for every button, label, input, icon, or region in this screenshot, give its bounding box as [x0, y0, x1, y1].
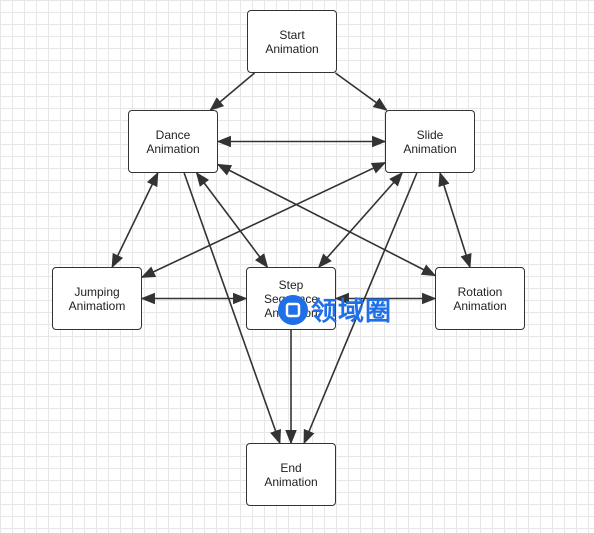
node-end-animation[interactable]: End Animation — [246, 443, 336, 506]
node-label-line: Animation — [403, 141, 457, 156]
node-label-line: Animation — [264, 474, 318, 489]
edge-dance-to-jumping — [111, 171, 159, 269]
edge-slide-to-step — [317, 171, 404, 269]
square-logo-icon — [278, 294, 308, 325]
edge-dance-to-step — [195, 171, 269, 269]
node-dance-animation[interactable]: Dance Animation — [128, 110, 218, 173]
node-label-line: Slide — [416, 127, 444, 142]
node-label-line: Animation — [453, 298, 507, 313]
edge-slide-to-jumping — [140, 161, 387, 279]
edge-slide-to-rotation — [438, 171, 472, 269]
node-label-line: Animation — [146, 141, 200, 156]
node-label-line: Rotation — [457, 284, 503, 299]
node-start-animation[interactable]: Start Animation — [247, 10, 337, 73]
edge-start-to-slide — [335, 72, 388, 111]
watermark-text: 领域圈 — [311, 297, 393, 327]
watermark: 领域圈 — [278, 291, 392, 328]
node-slide-animation[interactable]: Slide Animation — [385, 110, 475, 173]
edge-layer — [111, 72, 472, 445]
node-rotation-animation[interactable]: Rotation Animation — [435, 267, 525, 330]
node-jumping-animation[interactable]: Jumping Animatiom — [52, 267, 142, 330]
node-label-line: Step — [278, 277, 304, 292]
node-label-line: End — [280, 460, 302, 475]
node-label-line: Animation — [265, 41, 319, 56]
node-label-line: Start — [279, 27, 305, 42]
node-label-line: Dance — [155, 127, 191, 142]
edge-slide-to-end — [303, 172, 418, 445]
node-label-line: Animatiom — [68, 298, 126, 313]
edge-start-to-dance — [209, 72, 256, 111]
node-label-line: Jumping — [74, 284, 120, 299]
